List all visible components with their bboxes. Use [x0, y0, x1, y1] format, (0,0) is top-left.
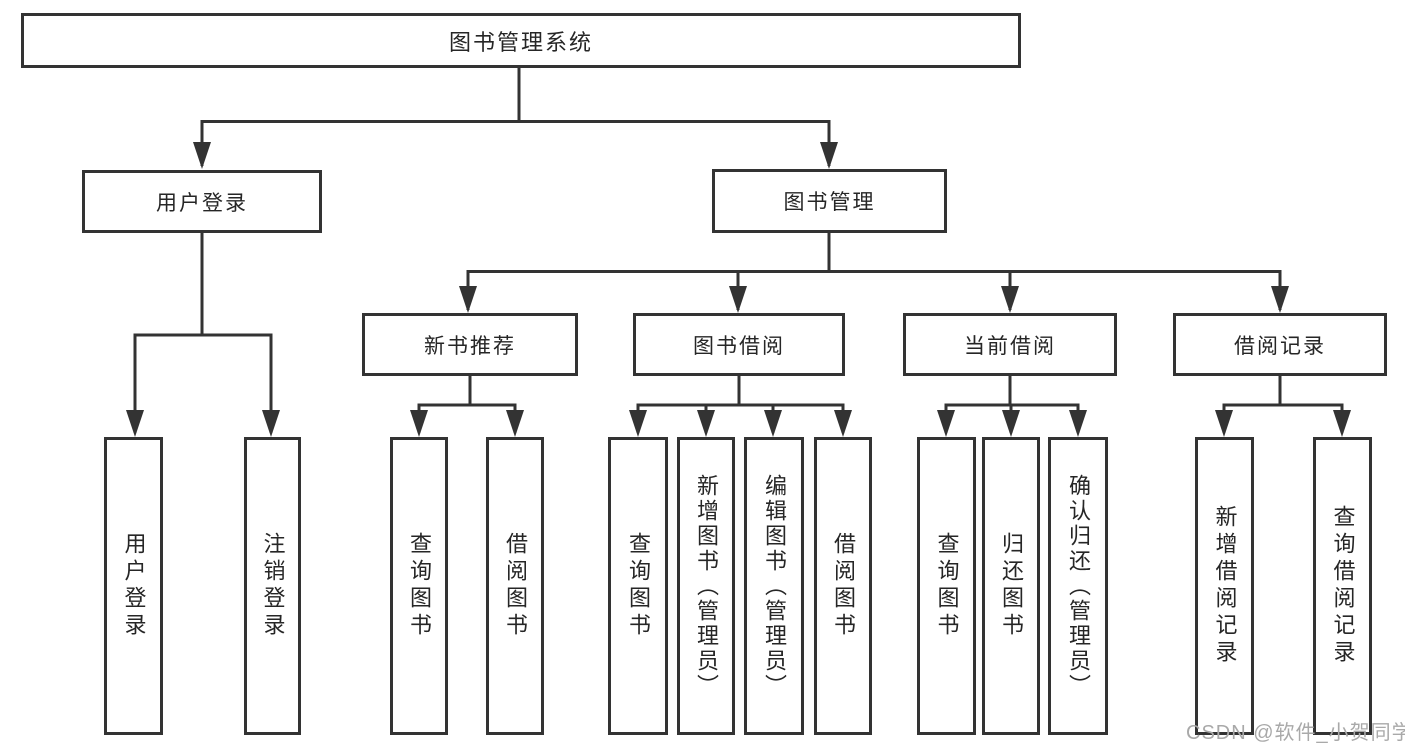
node-book-management: 图书管理 — [712, 169, 947, 233]
node-borrowing-records: 借阅记录 — [1173, 313, 1387, 376]
leaf-add-borrow-record: 新增借阅记录 — [1195, 437, 1254, 735]
leaf-query-books-recommend: 查询图书 — [390, 437, 448, 735]
leaf-query-borrow-record: 查询借阅记录 — [1313, 437, 1372, 735]
node-library-system: 图书管理系统 — [21, 13, 1021, 68]
leaf-edit-books-admin: 编辑图书（管理员） — [744, 437, 804, 735]
leaf-return-books: 归还图书 — [982, 437, 1040, 735]
node-book-borrowing: 图书借阅 — [633, 313, 845, 376]
leaf-borrow-books-borrowing: 借阅图书 — [814, 437, 872, 735]
node-user-login: 用户登录 — [82, 170, 322, 233]
node-current-borrowing: 当前借阅 — [903, 313, 1117, 376]
leaf-borrow-books-recommend: 借阅图书 — [486, 437, 544, 735]
node-new-book-recommendation: 新书推荐 — [362, 313, 578, 376]
arrowheads — [126, 142, 1351, 437]
csdn-watermark: CSDN @软件_小贺同学 — [1186, 722, 1405, 744]
leaf-confirm-return-admin: 确认归还（管理员） — [1048, 437, 1108, 735]
leaf-user-login: 用户登录 — [104, 437, 163, 735]
leaf-add-books-admin: 新增图书（管理员） — [677, 437, 735, 735]
leaf-query-books-current: 查询图书 — [917, 437, 976, 735]
leaf-logout: 注销登录 — [244, 437, 301, 735]
leaf-query-books-borrowing: 查询图书 — [608, 437, 668, 735]
